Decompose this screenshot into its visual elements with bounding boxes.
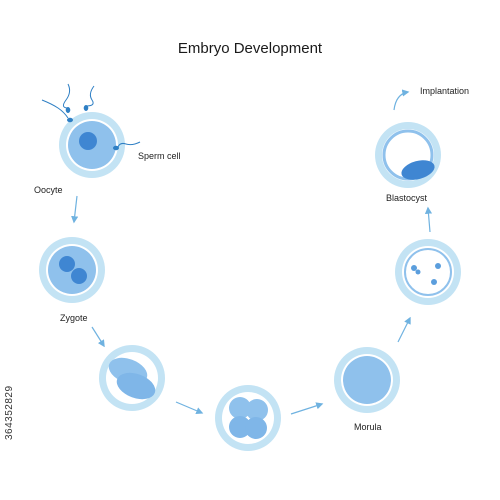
zygote-pronucleus-2 xyxy=(71,268,87,284)
label-implantation: Implantation xyxy=(420,86,469,96)
arrow-morula-to-early-blastocyst xyxy=(397,316,411,343)
morula-cell xyxy=(334,347,400,413)
zygote-pronucleus-1 xyxy=(59,256,75,272)
label-blastocyst: Blastocyst xyxy=(386,193,428,203)
four-cell-embryo xyxy=(215,385,281,451)
arrow-early-blastocyst-to-blastocyst xyxy=(424,206,433,233)
inner-cell-mass xyxy=(401,160,435,180)
arrow-four-cell-to-morula xyxy=(290,402,324,415)
sperm-tail-3 xyxy=(85,85,95,107)
blastomere-b xyxy=(246,399,268,421)
sperm-head-1 xyxy=(67,117,73,123)
zygote-cell xyxy=(39,237,105,303)
label-zygote: Zygote xyxy=(60,313,88,323)
label-oocyte: Oocyte xyxy=(34,185,63,195)
blastomere-c xyxy=(229,416,251,438)
arrow-two-cell-to-four-cell xyxy=(175,401,204,415)
two-cell-embryo xyxy=(99,345,165,411)
progression-arrows xyxy=(71,195,433,415)
sperm-tail-2 xyxy=(62,83,71,109)
watermark-id: 364352829 xyxy=(4,385,15,440)
blastomere-a xyxy=(229,397,251,419)
early-blastocyst-cell xyxy=(395,239,461,305)
blastomere-2 xyxy=(116,372,156,400)
blastomere-d xyxy=(245,417,267,439)
diagram-title: Embryo Development xyxy=(178,40,323,57)
implantation-arrow xyxy=(393,89,410,111)
label-morula: Morula xyxy=(354,422,382,432)
sperm-head-3 xyxy=(83,105,89,111)
sperm-head-4 xyxy=(113,145,119,151)
sperm-tail-1 xyxy=(41,99,69,119)
sperm-cells xyxy=(41,83,141,151)
sperm-head-2 xyxy=(65,107,71,113)
sperm-tail-4 xyxy=(117,141,141,148)
oocyte-cell xyxy=(59,112,125,178)
arrow-oocyte-to-zygote xyxy=(71,195,79,224)
oocyte-nucleus xyxy=(79,132,97,150)
label-sperm-cell: Sperm cell xyxy=(138,151,181,161)
arrow-zygote-to-two-cell xyxy=(91,326,105,348)
blastocyst-cell xyxy=(375,122,441,188)
